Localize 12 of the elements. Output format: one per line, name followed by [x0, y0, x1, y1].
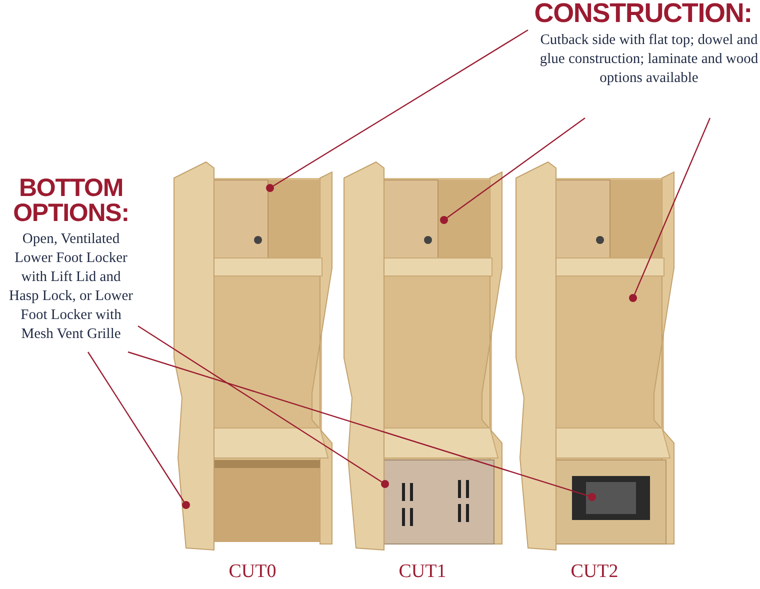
heading: BOTTOM OPTIONS: — [12, 176, 130, 226]
heading: CONSTRUCTION: — [534, 0, 753, 27]
leader-line — [138, 326, 382, 482]
leader-line — [273, 29, 528, 186]
leader-line — [128, 351, 588, 496]
description-text: Open, Ventilated Lower Foot Locker with Lift Lid and Hasp Lock, or Lower Foot Locker with Mesh Vent Grille — [8, 230, 134, 344]
leader-line — [446, 118, 586, 218]
leader-line — [634, 118, 711, 295]
locker-label: CUT2 — [570, 560, 620, 584]
locker-label: CUT0 — [228, 560, 278, 584]
description-text: Cutback side with flat top; dowel and glue construction; laminate and wood options available — [538, 31, 760, 88]
locker-label: CUT1 — [398, 560, 448, 584]
